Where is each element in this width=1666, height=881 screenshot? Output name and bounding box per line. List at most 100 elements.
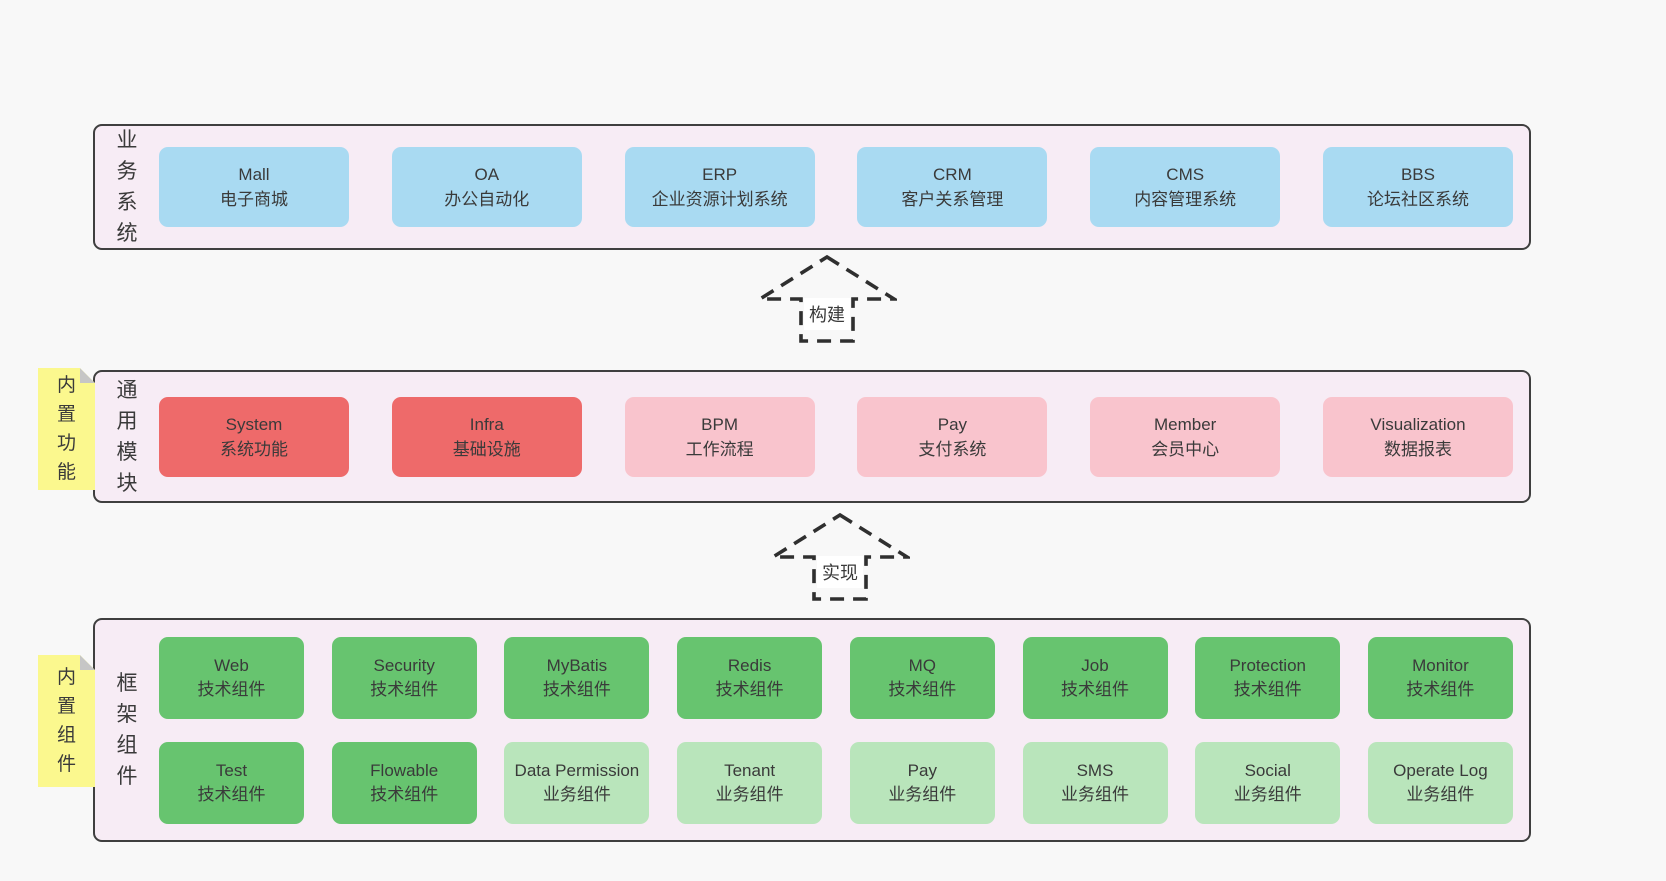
box-title: MQ <box>908 655 936 675</box>
built-in-functions-tab-label: 内 置 功 能 <box>56 375 76 483</box>
box-title: Tenant <box>724 760 776 780</box>
box-subtitle: 办公自动化 <box>444 190 530 209</box>
box-subtitle: 技术组件 <box>542 679 611 699</box>
built-in-components-tab-label: 内 置 组 件 <box>56 667 76 775</box>
box-infra: Infra 基础设施 <box>391 396 582 477</box>
box-cms: CMS 内容管理系统 <box>1090 147 1281 227</box>
box-title: OA <box>474 165 500 184</box>
box-title: Flowable <box>370 760 439 780</box>
box-title: Data Permission <box>514 760 640 780</box>
box-subtitle: 技术组件 <box>197 679 266 699</box>
box-social: Social 业务组件 <box>1195 741 1341 824</box>
implement-arrow-label: 实现 <box>817 556 863 588</box>
box-title: Job <box>1081 655 1109 675</box>
box-subtitle: 业务组件 <box>542 784 611 804</box>
box-subtitle: 会员中心 <box>1151 439 1220 459</box>
box-title: CMS <box>1166 165 1205 184</box>
box-title: Monitor <box>1412 655 1469 675</box>
box-subtitle: 业务组件 <box>1406 784 1475 804</box>
box-subtitle: 技术组件 <box>370 784 439 804</box>
box-title: Web <box>214 655 249 675</box>
box-subtitle: 客户关系管理 <box>901 190 1004 209</box>
box-oa: OA 办公自动化 <box>391 147 582 227</box>
box-system: System 系统功能 <box>159 396 349 477</box>
box-protection: Protection 技术组件 <box>1195 636 1341 719</box>
box-visualization: Visualization 数据报表 <box>1322 396 1513 477</box>
box-title: MyBatis <box>546 655 608 675</box>
box-mall: Mall 电子商城 <box>159 147 349 227</box>
box-bpm: BPM 工作流程 <box>624 396 815 477</box>
box-flowable: Flowable 技术组件 <box>331 741 477 824</box>
box-subtitle: 技术组件 <box>1406 679 1475 699</box>
box-title: Operate Log <box>1393 760 1488 780</box>
box-subtitle: 电子商城 <box>220 190 288 209</box>
box-security: Security 技术组件 <box>331 636 477 719</box>
box-title: CRM <box>933 165 972 184</box>
box-subtitle: 技术组件 <box>888 679 957 699</box>
box-subtitle: 技术组件 <box>197 784 266 804</box>
box-member: Member 会员中心 <box>1090 396 1281 477</box>
box-subtitle: 数据报表 <box>1383 439 1452 459</box>
box-crm: CRM 客户关系管理 <box>857 147 1048 227</box>
business-systems-layer-label: 业 务 系 统 <box>116 129 138 245</box>
common-modules-box-row: System 系统功能 Infra 基础设施 BPM 工作流程 Pay 支付系统 Member 会… <box>159 396 1513 477</box>
up-arrow-icon <box>770 512 910 601</box>
box-title: BPM <box>701 414 739 434</box>
box-pay: Pay 支付系统 <box>857 396 1048 477</box>
box-sms: SMS 业务组件 <box>1022 741 1168 824</box>
box-title: Mall <box>238 165 270 184</box>
box-title: Pay <box>907 760 937 780</box>
box-subtitle: 内容管理系统 <box>1134 190 1237 209</box>
box-redis: Redis 技术组件 <box>677 636 823 719</box>
box-job: Job 技术组件 <box>1022 636 1168 719</box>
box-title: Social <box>1244 760 1291 780</box>
box-title: Protection <box>1229 655 1306 675</box>
built-in-components-tab: 内 置 组 件 <box>38 655 95 787</box>
box-subtitle: 论坛社区系统 <box>1366 190 1469 209</box>
box-subtitle: 基础设施 <box>452 439 521 459</box>
box-subtitle: 业务组件 <box>888 784 957 804</box>
box-pay: Pay 业务组件 <box>849 741 995 824</box>
box-title: Member <box>1154 414 1217 434</box>
box-data-permission: Data Permission 业务组件 <box>504 741 650 824</box>
built-in-functions-tab: 内 置 功 能 <box>38 368 95 490</box>
implement-arrow: 实现 <box>770 512 910 602</box>
box-title: Redis <box>727 655 772 675</box>
box-mybatis: MyBatis 技术组件 <box>504 636 650 719</box>
framework-components-layer-label: 框 架 组 件 <box>116 672 138 788</box>
box-title: Security <box>373 655 435 675</box>
build-arrow-label: 构建 <box>804 298 850 330</box>
box-title: Visualization <box>1370 414 1466 434</box>
box-title: System <box>225 414 283 434</box>
box-mq: MQ 技术组件 <box>849 636 995 719</box>
box-subtitle: 技术组件 <box>1233 679 1302 699</box>
box-monitor: Monitor 技术组件 <box>1367 636 1513 719</box>
box-operate-log: Operate Log 业务组件 <box>1367 741 1513 824</box>
box-subtitle: 业务组件 <box>1061 784 1130 804</box>
box-title: SMS <box>1076 760 1114 780</box>
box-subtitle: 工作流程 <box>685 439 754 459</box>
box-subtitle: 技术组件 <box>715 679 784 699</box>
box-title: Test <box>215 760 248 780</box>
box-title: Infra <box>469 414 504 434</box>
box-subtitle: 技术组件 <box>370 679 439 699</box>
box-subtitle: 系统功能 <box>220 439 288 459</box>
up-arrow-icon <box>757 254 897 343</box>
box-bbs: BBS 论坛社区系统 <box>1322 147 1513 227</box>
box-subtitle: 技术组件 <box>1061 679 1130 699</box>
box-title: BBS <box>1400 165 1435 184</box>
box-web: Web 技术组件 <box>159 636 304 719</box>
box-title: ERP <box>702 165 738 184</box>
box-title: Pay <box>937 414 968 434</box>
box-subtitle: 业务组件 <box>1233 784 1302 804</box>
box-subtitle: 支付系统 <box>918 439 987 459</box>
box-test: Test 技术组件 <box>159 741 304 824</box>
build-arrow: 构建 <box>757 254 897 344</box>
